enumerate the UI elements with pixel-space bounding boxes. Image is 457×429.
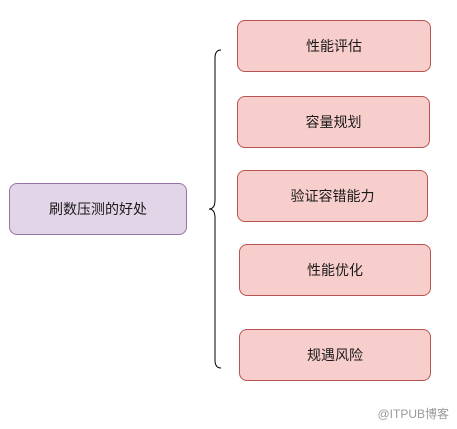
benefit-node-label: 容量规划	[305, 115, 362, 131]
benefit-node-performance-optimization: 性能优化	[239, 244, 431, 296]
benefit-node-capacity-planning: 容量规划	[237, 96, 430, 148]
benefit-node-label: 性能优化	[307, 263, 363, 279]
benefit-node-risk: 规遇风险	[239, 329, 431, 381]
benefit-node-fault-tolerance: 验证容错能力	[237, 170, 428, 222]
root-node: 刷数压测的好处	[9, 183, 187, 235]
benefit-node-label: 验证容错能力	[290, 189, 375, 205]
benefit-node-label: 性能评估	[306, 39, 362, 55]
root-node-label: 刷数压测的好处	[49, 202, 147, 218]
watermark: @ITPUB博客	[377, 407, 449, 421]
benefit-node-label: 规遇风险	[307, 348, 363, 364]
curly-brace-connector	[208, 49, 222, 369]
benefit-node-performance-evaluation: 性能评估	[237, 20, 431, 72]
